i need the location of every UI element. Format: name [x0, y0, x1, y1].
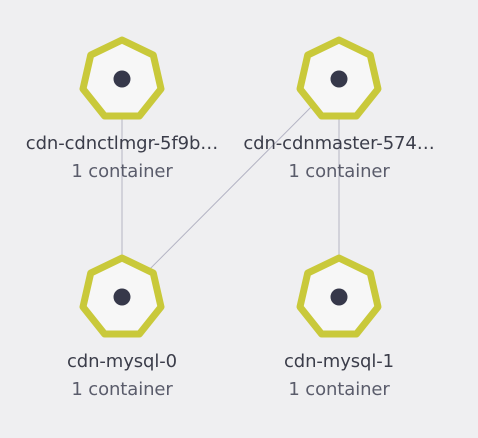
pod-center-dot-icon	[330, 70, 348, 88]
node-container-count: 1 container	[71, 379, 173, 400]
node-container-count: 1 container	[71, 161, 173, 182]
pod-center-dot-icon	[113, 70, 131, 88]
node-name[interactable]: cdn-mysql-0	[66, 351, 178, 372]
pod-icon[interactable]	[291, 249, 387, 345]
node-name[interactable]: cdn-cdnctlmgr-5f9b…	[25, 133, 219, 154]
pod-icon[interactable]	[74, 31, 170, 127]
edge-cdnmaster-mysql0	[121, 78, 340, 298]
node-name[interactable]: cdn-mysql-1	[283, 351, 395, 372]
pod-icon[interactable]	[291, 31, 387, 127]
pod-center-dot-icon	[113, 288, 131, 306]
node-container-count: 1 container	[288, 161, 390, 182]
node-container-count: 1 container	[288, 379, 390, 400]
pod-center-dot-icon	[330, 288, 348, 306]
pod-icon[interactable]	[74, 249, 170, 345]
node-name[interactable]: cdn-cdnmaster-574…	[243, 133, 435, 154]
